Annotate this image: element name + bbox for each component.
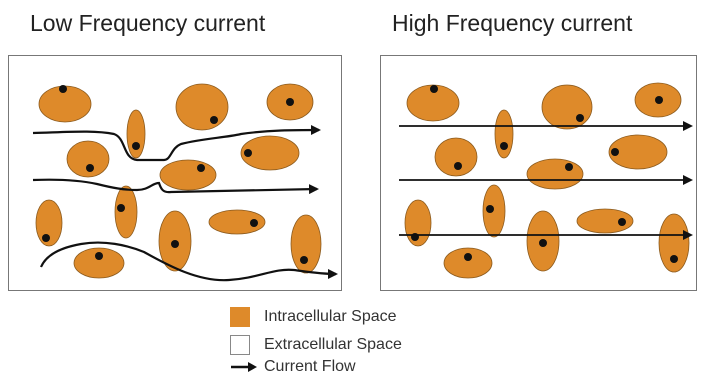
cell xyxy=(175,83,229,131)
cell xyxy=(526,210,560,272)
low-frequency-diagram xyxy=(32,83,338,282)
low-frequency-panel xyxy=(8,55,342,291)
cell xyxy=(658,213,690,273)
current-flow-line xyxy=(39,241,338,282)
cells-group-low xyxy=(35,83,322,279)
cell xyxy=(208,209,266,235)
cell xyxy=(434,137,478,177)
cell xyxy=(608,134,668,170)
cell xyxy=(266,83,314,121)
cell xyxy=(406,84,460,122)
intracellular-swatch xyxy=(230,307,250,327)
high-frequency-diagram xyxy=(399,82,693,279)
current-flow-lines-low xyxy=(32,125,338,282)
cell xyxy=(159,159,217,191)
cell xyxy=(290,214,322,274)
cell xyxy=(443,247,493,279)
cell xyxy=(38,85,92,123)
cell xyxy=(126,109,146,159)
cell xyxy=(114,185,138,239)
cell xyxy=(494,109,514,159)
high-frequency-panel xyxy=(380,55,697,291)
current-flow-line xyxy=(32,125,321,162)
current-flow-lines-high xyxy=(399,121,693,240)
cell xyxy=(66,140,110,178)
cell xyxy=(404,199,432,247)
current-flow-line xyxy=(32,178,319,195)
extracellular-swatch xyxy=(230,335,250,355)
cell xyxy=(526,158,584,190)
cells-group-high xyxy=(404,82,690,279)
legend-intracellular: Intracellular Space xyxy=(230,306,397,328)
high-frequency-title: High Frequency current xyxy=(392,10,633,36)
cell xyxy=(158,210,192,272)
cell xyxy=(482,184,506,238)
cell xyxy=(634,82,682,118)
legend-extracellular-label: Extracellular Space xyxy=(264,336,402,353)
low-frequency-title: Low Frequency current xyxy=(30,10,266,36)
arrow-icon xyxy=(231,362,257,372)
legend-current-flow: Current Flow xyxy=(230,356,356,378)
cell xyxy=(35,199,63,247)
legend-extracellular: Extracellular Space xyxy=(230,334,402,356)
cell xyxy=(576,208,634,234)
legend-intracellular-label: Intracellular Space xyxy=(264,308,397,325)
cell xyxy=(73,247,125,279)
cell xyxy=(541,84,593,130)
cell xyxy=(240,135,300,171)
legend-current-flow-label: Current Flow xyxy=(264,358,356,375)
